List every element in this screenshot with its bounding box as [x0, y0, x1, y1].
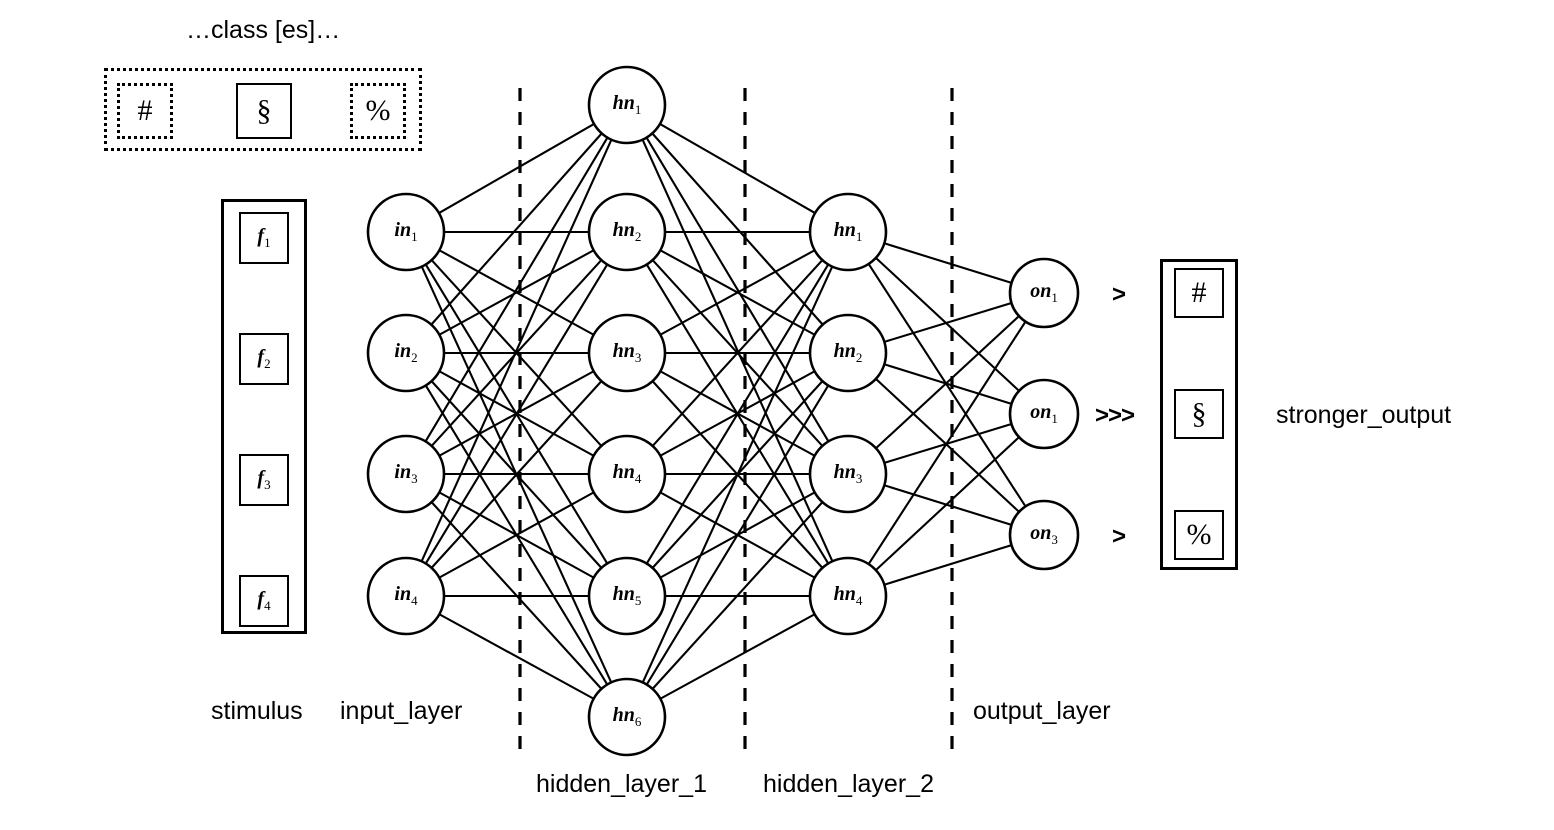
hash-glyph: #	[1191, 276, 1207, 309]
node-hidden_2-3[interactable]	[808, 434, 888, 514]
edge-group	[420, 123, 1027, 700]
feature-label: f2	[257, 346, 270, 372]
output-layer-caption: output_layer	[973, 697, 1111, 725]
section-glyph: §	[256, 94, 272, 127]
layer-separator-group	[518, 88, 954, 752]
node-hidden_1-5[interactable]	[587, 556, 667, 636]
node-input-1[interactable]	[366, 192, 446, 272]
feature-sub: 1	[264, 235, 271, 250]
class-cell-hash[interactable]: #	[117, 83, 173, 139]
node-hidden_2-4[interactable]	[808, 556, 888, 636]
feature-sub: 4	[264, 598, 271, 613]
stimulus-feature-4[interactable]: f4	[239, 575, 289, 627]
output-marker-3: >	[1112, 523, 1126, 550]
node-hidden_1-3[interactable]	[587, 313, 667, 393]
hash-glyph: #	[137, 94, 153, 127]
stimulus-container	[221, 199, 307, 634]
output-cell-hash[interactable]: #	[1174, 268, 1224, 318]
output-cell-section[interactable]: §	[1174, 389, 1224, 439]
stronger-output-label: stronger_output	[1276, 401, 1452, 429]
feature-sub: 3	[264, 477, 271, 492]
node-output-1[interactable]	[1008, 257, 1080, 329]
percent-glyph: %	[365, 94, 391, 127]
feature-base: f	[257, 467, 265, 489]
feature-base: f	[257, 346, 265, 368]
hidden-layer-2-caption: hidden_layer_2	[763, 770, 934, 798]
node-output-2[interactable]	[1008, 378, 1080, 450]
node-hidden_1-2[interactable]	[587, 192, 667, 272]
node-input-2[interactable]	[366, 313, 446, 393]
node-hidden_2-1[interactable]	[808, 192, 888, 272]
section-glyph: §	[1191, 397, 1207, 430]
feature-label: f3	[257, 467, 270, 493]
node-hidden_1-1[interactable]	[587, 65, 667, 145]
hidden-layer-1-caption: hidden_layer_1	[536, 770, 707, 798]
stimulus-feature-3[interactable]: f3	[239, 454, 289, 506]
node-hidden_1-4[interactable]	[587, 434, 667, 514]
class-cell-section[interactable]: §	[236, 83, 292, 139]
stimulus-feature-2[interactable]: f2	[239, 333, 289, 385]
input-layer-caption: input_layer	[340, 697, 463, 725]
output-marker-2: >>>	[1095, 402, 1135, 429]
node-input-4[interactable]	[366, 556, 446, 636]
output-marker-1: >	[1112, 281, 1126, 308]
node-hidden_2-2[interactable]	[808, 313, 888, 393]
node-hidden_1-6[interactable]	[587, 677, 667, 757]
feature-label: f4	[257, 588, 270, 614]
node-input-3[interactable]	[366, 434, 446, 514]
output-cell-percent[interactable]: %	[1174, 510, 1224, 560]
class-cell-percent[interactable]: %	[350, 83, 406, 139]
stimulus-caption: stimulus	[211, 697, 303, 725]
node-group	[366, 65, 1080, 757]
feature-base: f	[257, 225, 265, 247]
feature-label: f1	[257, 225, 270, 251]
stimulus-feature-1[interactable]: f1	[239, 212, 289, 264]
node-output-3[interactable]	[1008, 499, 1080, 571]
feature-sub: 2	[264, 356, 271, 371]
feature-base: f	[257, 588, 265, 610]
class-title: …class [es]…	[186, 16, 341, 44]
percent-glyph: %	[1186, 518, 1212, 551]
